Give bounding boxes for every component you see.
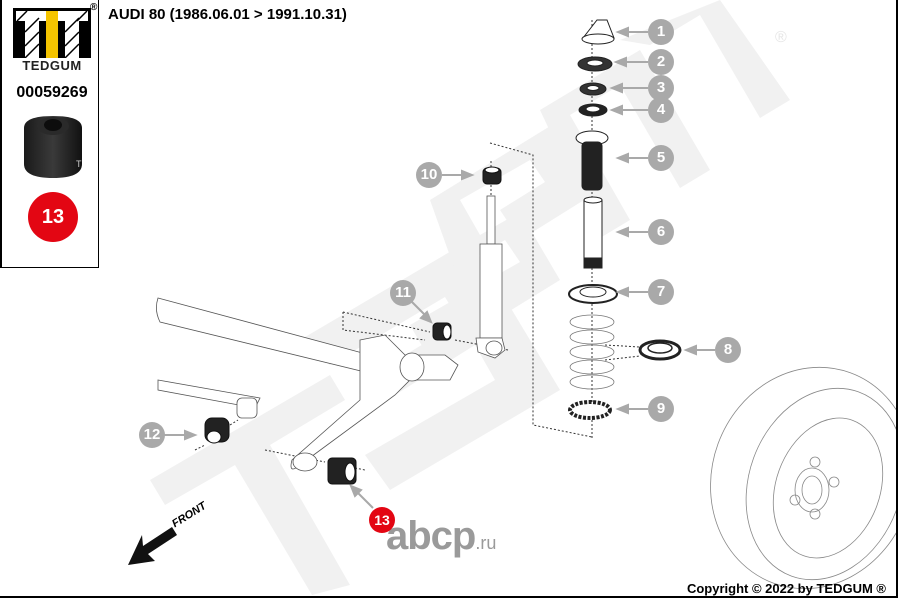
callout-arrows	[164, 26, 715, 509]
watermark-registered: ®	[775, 29, 787, 46]
selected-callout-badge: 13	[28, 192, 78, 242]
callout-3[interactable]: 3	[648, 75, 674, 101]
callout-10[interactable]: 10	[416, 162, 442, 188]
brand-name: TEDGUM	[22, 58, 82, 73]
callout-1[interactable]: 1	[648, 19, 674, 45]
axle-beam	[156, 297, 459, 472]
svg-text:T: T	[76, 159, 82, 169]
sidebar: ® TEDGUM 00059269 T 13	[0, 0, 99, 268]
callout-13[interactable]: 13	[369, 507, 395, 533]
callout-4[interactable]: 4	[648, 97, 674, 123]
coil-spring	[569, 314, 615, 390]
callout-11[interactable]: 11	[390, 280, 416, 306]
callout-6[interactable]: 6	[648, 219, 674, 245]
callout-5[interactable]: 5	[648, 145, 674, 171]
shock-absorber	[475, 195, 506, 359]
part-photo: T	[24, 116, 82, 178]
callout-8[interactable]: 8	[715, 337, 741, 363]
callout-12[interactable]: 12	[139, 422, 165, 448]
strut-parts	[568, 19, 618, 304]
bushings	[204, 166, 502, 485]
abcp-tld: .ru	[475, 533, 497, 553]
abcp-main: abcp	[386, 514, 476, 558]
copyright-text: Copyright © 2022 by TEDGUM ®	[686, 581, 886, 596]
callout-9[interactable]: 9	[648, 396, 674, 422]
guide-lines	[194, 20, 641, 471]
front-arrow-icon	[128, 527, 177, 565]
part-number: 00059269	[16, 84, 88, 101]
abcp-watermark: abcp.ru	[386, 514, 496, 565]
watermark	[150, 0, 790, 595]
callout-7[interactable]: 7	[648, 279, 674, 305]
registered-mark: ®	[90, 2, 98, 13]
bearing-and-pad	[568, 339, 682, 420]
callout-2[interactable]: 2	[648, 49, 674, 75]
tedgum-logo	[13, 8, 91, 58]
page-title: AUDI 80 (1986.06.01 > 1991.10.31)	[108, 6, 347, 23]
wheel	[710, 366, 896, 590]
